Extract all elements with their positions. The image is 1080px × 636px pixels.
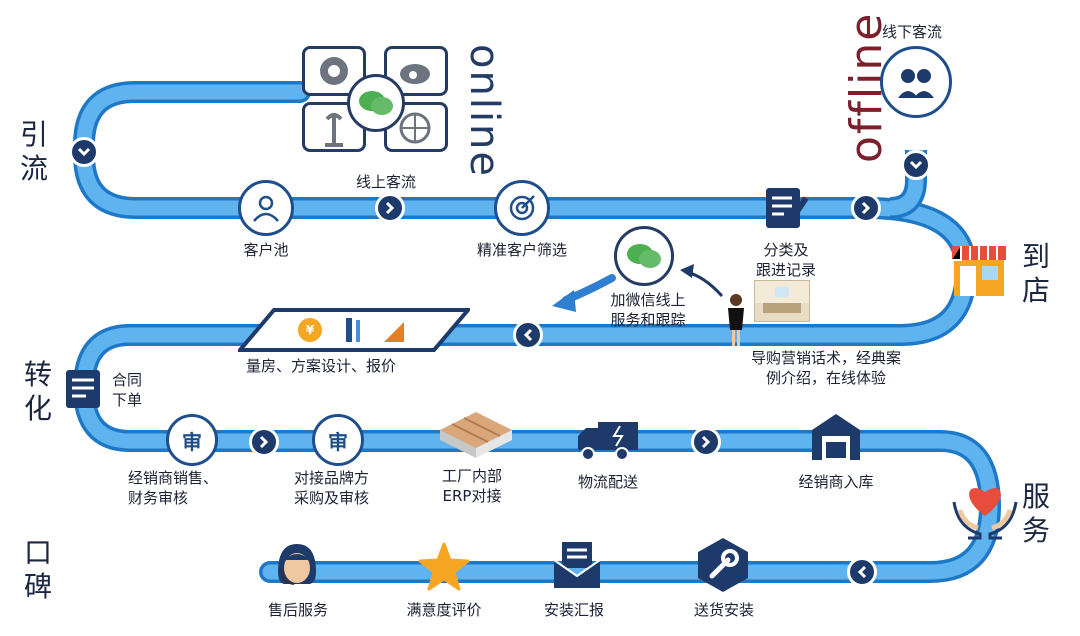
label-ruku: 经销商入库 bbox=[798, 473, 874, 491]
store-icon bbox=[950, 240, 1008, 298]
label-huibao: 安装汇报 bbox=[543, 601, 605, 619]
chevron-right-icon bbox=[851, 193, 881, 223]
customer-pool-icon bbox=[238, 180, 294, 236]
label-duijie: 对接品牌方 采购及审核 bbox=[294, 469, 370, 507]
phase-yinliu: 引 流 bbox=[20, 118, 49, 185]
headset-agent-icon bbox=[270, 538, 324, 592]
truck-icon bbox=[576, 418, 640, 462]
yen-coin-icon: ¥ bbox=[305, 323, 315, 337]
label-songhuo: 送货安装 bbox=[693, 601, 755, 619]
heart-hands-icon bbox=[950, 476, 1020, 540]
phase-koubei: 口 碑 bbox=[24, 536, 53, 603]
audit-glyph: 审 bbox=[328, 429, 348, 454]
mail-report-icon bbox=[552, 540, 602, 590]
audit-glyph: 审 bbox=[182, 429, 202, 454]
star-icon bbox=[418, 542, 470, 592]
design-tools-panel: ¥ bbox=[235, 308, 473, 352]
target-icon bbox=[494, 180, 550, 236]
label-daogou: 导购营销话术，经典案 例介绍，在线体验 bbox=[750, 349, 902, 387]
label-manyidu: 满意度评价 bbox=[406, 601, 482, 619]
wechat-service-icon bbox=[614, 226, 674, 286]
label-fenlei: 分类及 跟进记录 bbox=[755, 241, 817, 279]
chevron-right-icon bbox=[375, 193, 405, 223]
broadcast-tower-icon bbox=[302, 102, 366, 152]
phase-fuwu: 服 务 bbox=[1022, 480, 1051, 547]
label-wuliu: 物流配送 bbox=[577, 473, 639, 491]
record-edit-icon bbox=[764, 186, 809, 230]
wrench-icon bbox=[694, 536, 752, 594]
salesperson-figure bbox=[722, 292, 750, 348]
audit-icon: 审 bbox=[166, 414, 218, 466]
label-jingzhun: 精准客户筛选 bbox=[476, 241, 568, 259]
online-label: online bbox=[461, 44, 507, 179]
warehouse-icon bbox=[810, 412, 862, 462]
factory-icon bbox=[436, 404, 516, 460]
label-xianshang-keliu: 线上客流 bbox=[355, 173, 417, 191]
chevron-right-icon bbox=[249, 427, 279, 457]
label-xianxia-keliu: 线下客流 bbox=[882, 23, 943, 41]
label-jiaweixin: 加微信线上 服务和跟踪 bbox=[610, 291, 686, 329]
phase-zhuanhua: 转 化 bbox=[24, 358, 53, 425]
label-hetong: 合同 下单 bbox=[112, 371, 143, 409]
chevron-left-icon bbox=[513, 320, 543, 350]
label-jingxiaoshang-xiaoshou: 经销商销售、 财务审核 bbox=[128, 469, 219, 507]
label-kehuchi: 客户池 bbox=[243, 241, 289, 259]
wechat-icon bbox=[347, 74, 405, 132]
label-liangfang: 量房、方案设计、报价 bbox=[246, 357, 397, 375]
chevron-down-icon bbox=[69, 137, 99, 167]
chevron-right-icon bbox=[691, 427, 721, 457]
label-gongchang: 工厂内部 ERP对接 bbox=[441, 467, 503, 505]
label-shouhou: 售后服务 bbox=[267, 601, 329, 619]
showroom-image bbox=[754, 280, 810, 322]
chevron-down-icon bbox=[901, 150, 931, 180]
contract-icon bbox=[64, 368, 102, 410]
weibo-icon bbox=[384, 46, 448, 96]
chevron-left-icon bbox=[847, 557, 877, 587]
phase-daodian: 到 店 bbox=[1022, 240, 1051, 307]
audit-icon: 审 bbox=[312, 414, 364, 466]
offline-customers-icon bbox=[880, 46, 952, 118]
